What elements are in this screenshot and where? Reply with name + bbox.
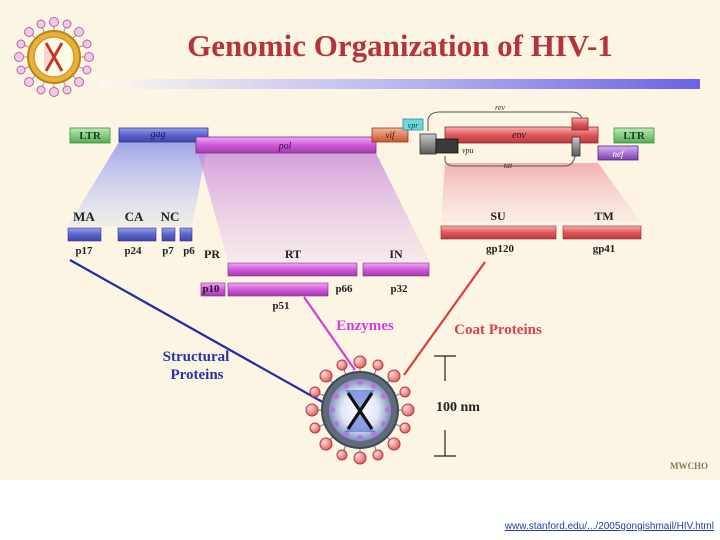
tm-bar [563,226,641,239]
vif-label: vif [386,130,396,140]
env-label: env [512,130,526,141]
scale-label: 100 nm [436,400,480,415]
credit-label: MWCHO [670,461,708,471]
enzymes-label: Enzymes [336,318,394,334]
tm-label: TM [594,209,613,223]
p66-label: p66 [335,283,353,295]
nc-label: NC [161,209,180,224]
ltr-right-label: LTR [623,130,646,142]
su-label: SU [490,209,506,223]
pr-label: PR [204,247,220,261]
p32-label: p32 [390,283,408,295]
pol-label: pol [278,141,292,152]
pol-gene: pol [196,137,376,153]
virion-particle-icon [306,356,414,464]
nef-gene: nef [598,146,638,160]
vpr-gene: vpr [403,119,423,130]
structural-proteins-label-line2: Proteins [170,367,223,383]
vpr-label: vpr [408,121,420,130]
ma-label: MA [73,209,95,224]
nef-label: nef [613,149,625,159]
coat-proteins-label: Coat Proteins [454,322,542,338]
p10-label: p10 [202,283,220,295]
in-label: IN [389,247,403,261]
gag-gene: gag [119,128,208,142]
ca-bar [118,228,156,241]
hiv-genome-diagram: LTR gag pol vif vpr rev tat env vpu LTR [0,0,720,480]
structural-proteins-label-line1: Structural [163,349,230,365]
p7-label: p7 [162,245,174,257]
vpu-label: vpu [462,146,474,155]
gag-products: MA CA NC p17 p24 p7 p6 [68,209,195,257]
p17-label: p17 [75,245,93,257]
ca-label: CA [125,209,144,224]
rt-p51-bar [228,283,328,296]
tat-label: tat [504,161,513,170]
p6-label: p6 [183,245,195,257]
p24-label: p24 [124,245,142,257]
su-bar [441,226,556,239]
ltr-right-gene: LTR [614,128,654,143]
gp41-label: gp41 [593,243,616,255]
pol-fan [198,153,430,262]
ma-bar [68,228,101,241]
ltr-left-gene: LTR [70,128,110,143]
rev-label: rev [495,103,505,112]
rt-p66-bar [228,263,357,276]
nc-bar [162,228,175,241]
gag-label: gag [151,129,166,140]
source-link[interactable]: www.stanford.edu/.../2005gongishmail/HIV… [505,521,714,532]
ltr-left-label: LTR [79,130,102,142]
rt-label: RT [285,247,301,261]
hiv-logo-icon [15,18,94,97]
gp120-label: gp120 [486,243,515,255]
in-bar [363,263,429,276]
p51-label: p51 [272,300,289,312]
p6-bar [180,228,192,241]
